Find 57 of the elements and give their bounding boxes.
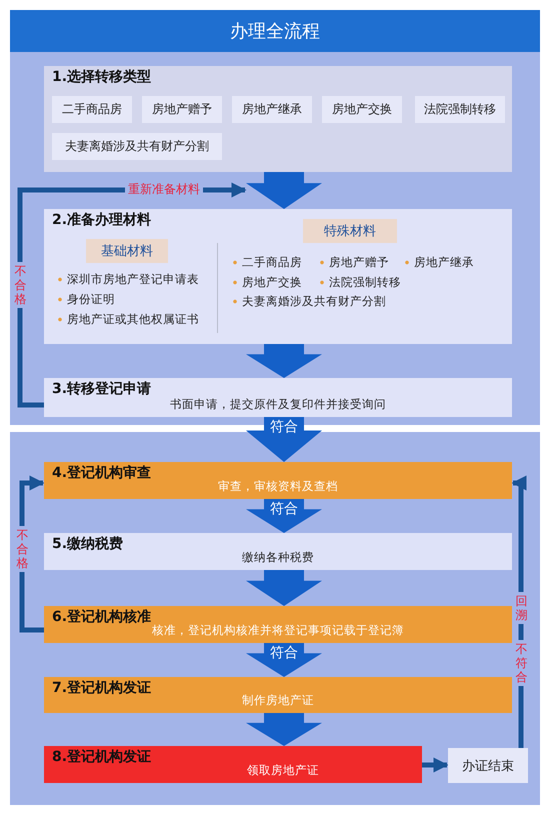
step-box [44, 462, 512, 499]
step-description: 审查，审核资料及查档 [217, 479, 339, 494]
title-bar: 办理全流程 [10, 10, 540, 52]
flow-arrow [246, 570, 322, 606]
step-description: 领取房地产证 [246, 763, 320, 778]
step-box [44, 378, 512, 417]
bullet-item: 房地产赠予 [320, 255, 389, 270]
edge-label: 符合 [269, 418, 299, 436]
option-box: 房地产赠予 [142, 96, 222, 123]
step-box [44, 677, 512, 713]
option-box: 办证结束 [448, 748, 528, 783]
step-box [44, 606, 512, 643]
step-title: 4.登记机构审查 [51, 464, 152, 482]
step-box [44, 209, 512, 344]
bullet-item: 深圳市房地产登记申请表 [58, 272, 199, 287]
step-box [44, 66, 512, 172]
flow-arrow [246, 172, 322, 209]
arrow [422, 758, 448, 772]
edge-label: 符合 [269, 644, 299, 662]
bullet-item: 身份证明 [58, 292, 115, 307]
option-box: 二手商品房 [52, 96, 132, 123]
step-description: 核准，登记机构核准并将登记事项记载于登记簿 [151, 623, 405, 638]
bullet-item: 法院强制转移 [320, 275, 401, 290]
step-title: 3.转移登记申请 [51, 380, 152, 398]
flow-arrow [246, 499, 322, 533]
step-description: 缴纳各种税费 [241, 550, 315, 565]
bullet-item: 夫妻离婚涉及共有财产分割 [233, 294, 386, 309]
bullet-item: 二手商品房 [233, 255, 302, 270]
flow-arrow [246, 713, 322, 746]
side-label: 回溯 [515, 592, 528, 624]
step-title: 7.登记机构发证 [51, 679, 152, 697]
edge-label: 不合格 [16, 526, 29, 572]
step-description: 制作房地产证 [241, 693, 315, 708]
edge-label: 不符合 [515, 640, 528, 686]
bullet-item: 房地产继承 [405, 255, 474, 270]
flow-arrow [246, 643, 322, 677]
side-label: 不合格 [14, 262, 27, 308]
option-box: 房地产交换 [322, 96, 402, 123]
option-box: 法院强制转移 [415, 96, 505, 123]
bullet-item: 房地产证或其他权属证书 [58, 312, 199, 327]
step-title: 1.选择转移类型 [51, 68, 152, 86]
option-box: 夫妻离婚涉及共有财产分割 [52, 133, 222, 160]
step-title: 6.登记机构核准 [51, 608, 152, 626]
option-box: 房地产继承 [232, 96, 312, 123]
edge-label: 重新准备材料 [125, 182, 203, 196]
flow-arrow [246, 417, 322, 462]
step-box [44, 533, 512, 570]
step-title: 5.缴纳税费 [51, 535, 124, 553]
step-description: 书面申请，提交原件及复印件并接受询问 [169, 397, 387, 412]
bullet-item: 房地产交换 [233, 275, 302, 290]
flow-arrow [246, 344, 322, 378]
category-tag: 基础材料 [86, 239, 168, 263]
edge-label: 符合 [269, 500, 299, 518]
step-title: 2.准备办理材料 [51, 211, 152, 229]
category-tag: 特殊材料 [303, 219, 397, 243]
step-title: 8.登记机构发证 [51, 748, 152, 766]
step-box [44, 746, 422, 783]
